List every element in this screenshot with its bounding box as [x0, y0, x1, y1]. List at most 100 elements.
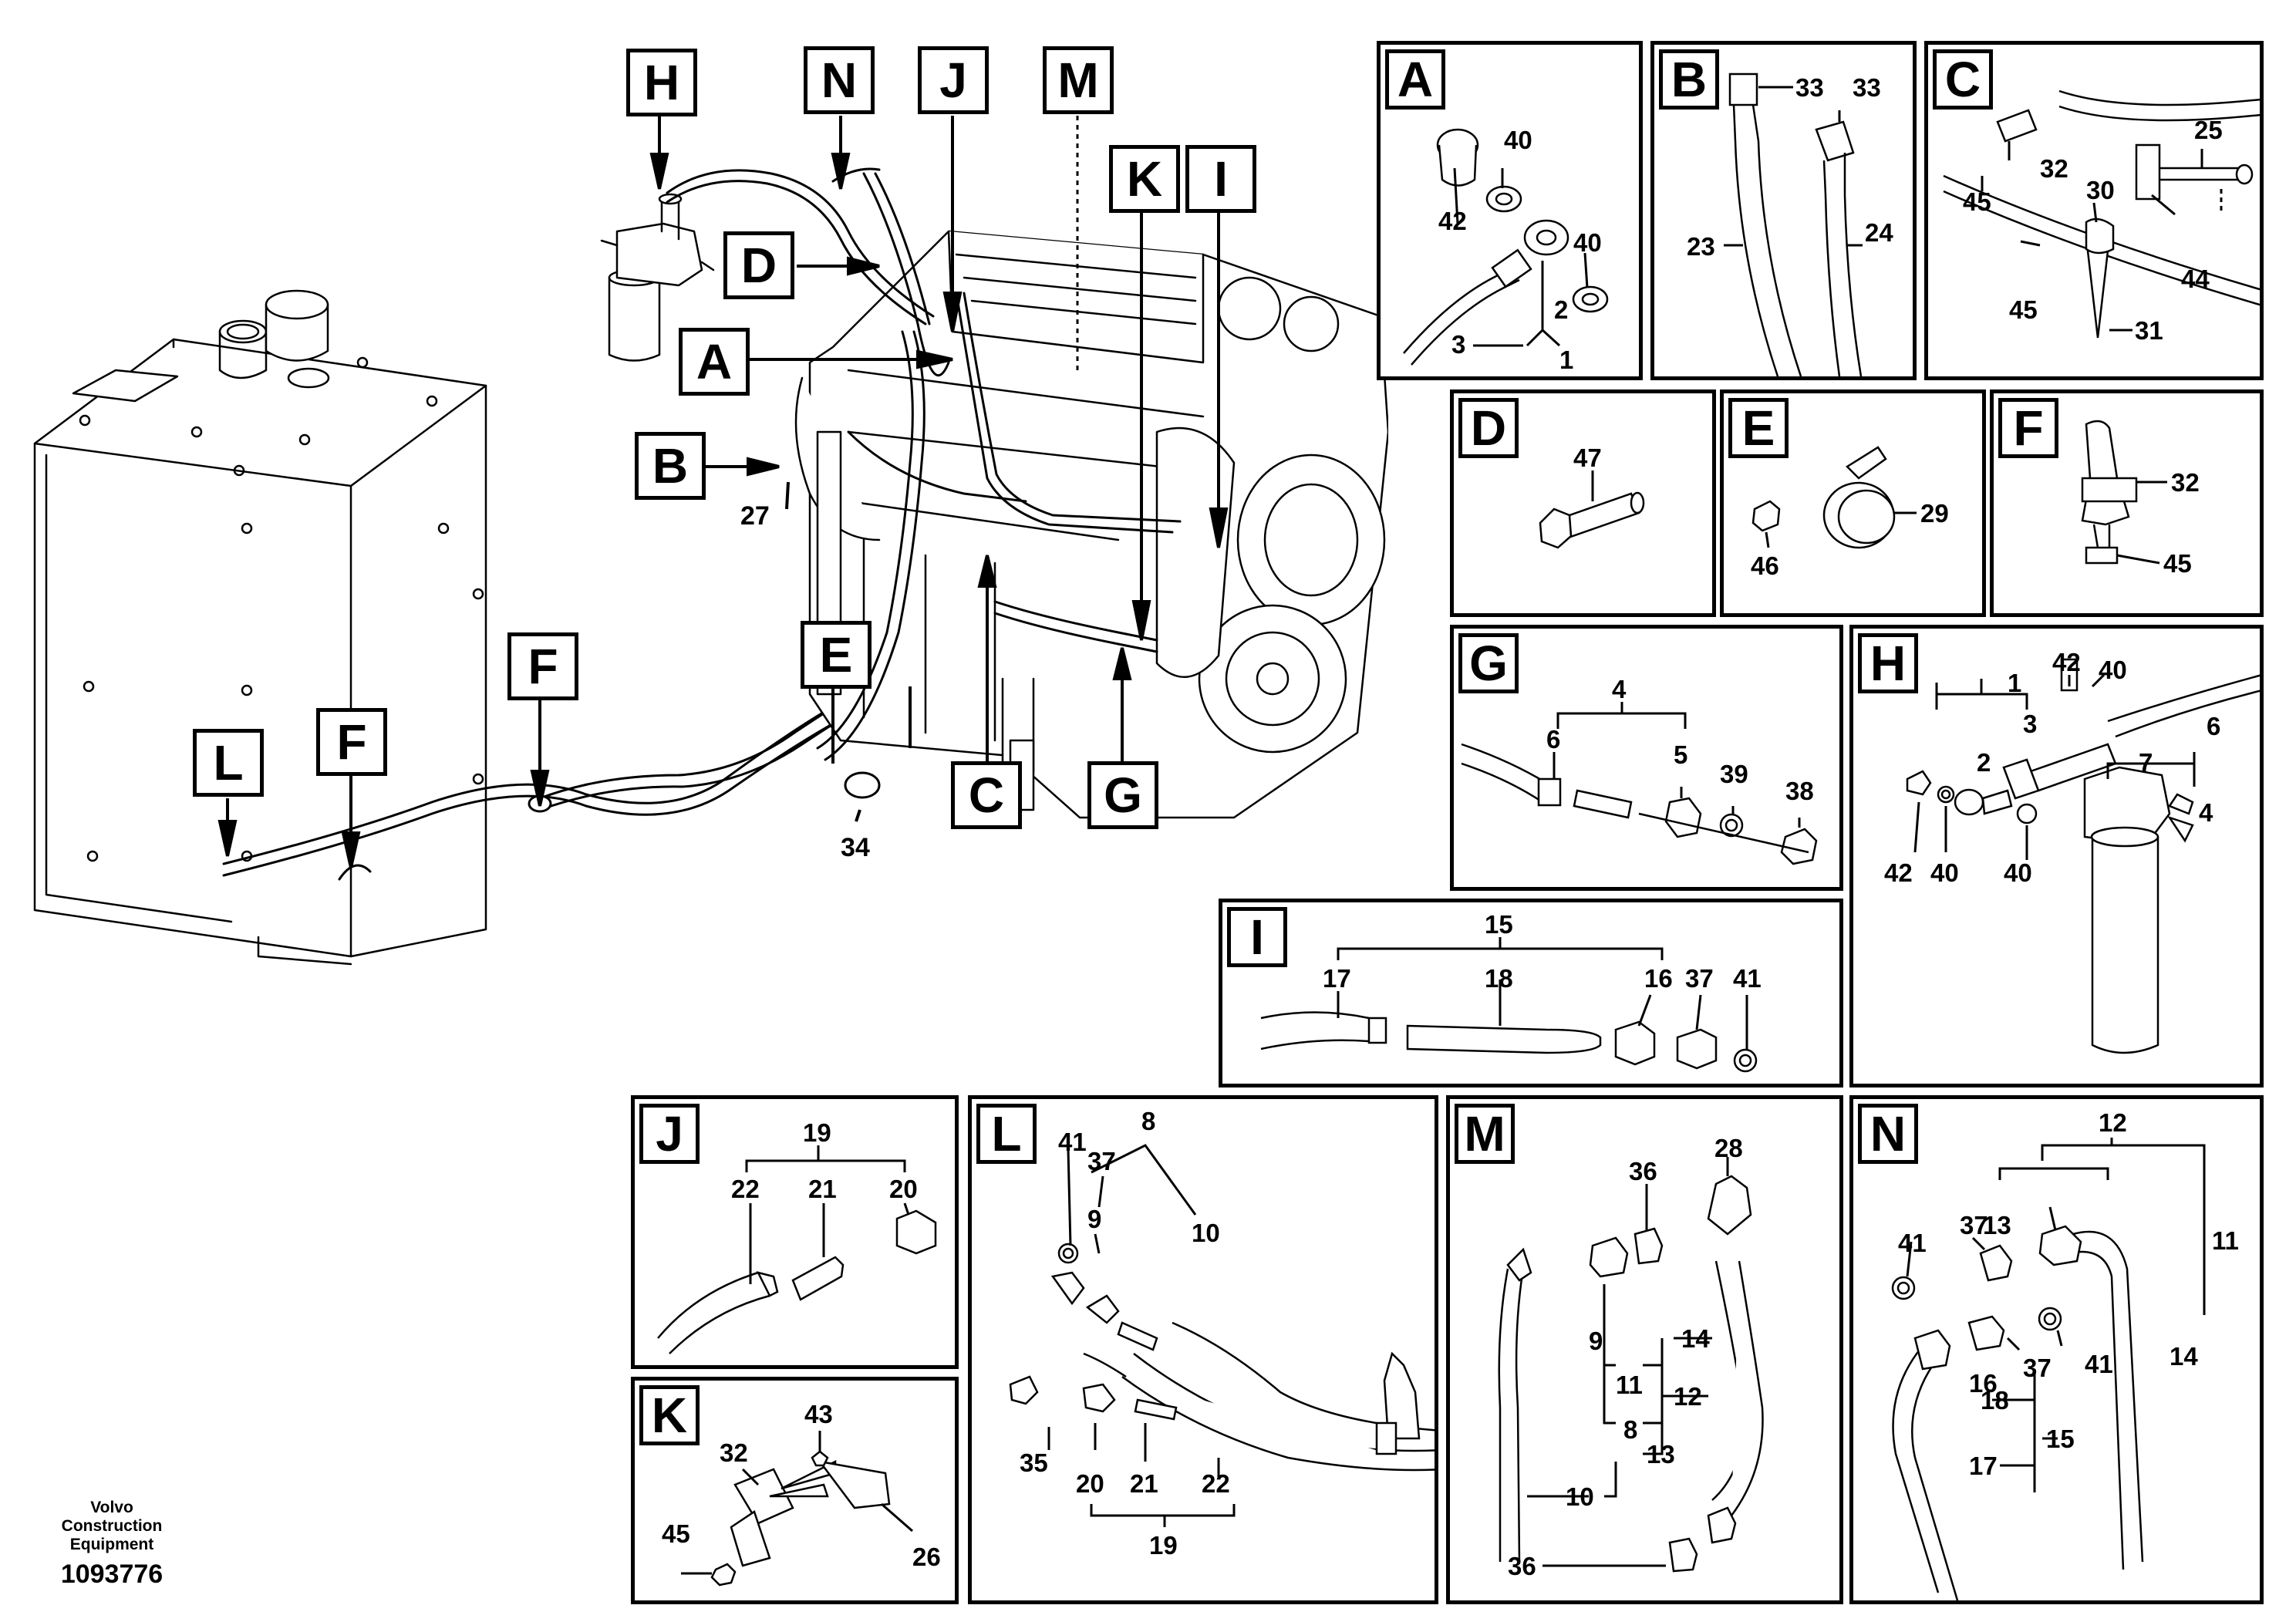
F-label-45: 45	[2163, 549, 2192, 578]
panel-letter-I: I	[1227, 907, 1287, 967]
callout-J: J	[918, 46, 989, 114]
K-label-45: 45	[662, 1519, 690, 1548]
L-label-19: 19	[1149, 1531, 1178, 1560]
callout-E: E	[801, 621, 872, 689]
N-label-15: 15	[2046, 1425, 2075, 1453]
H-label-6: 6	[2207, 712, 2220, 740]
detail-panel-I: I 15 17 18 16 37 41	[1219, 899, 1843, 1088]
M-label-14: 14	[1681, 1324, 1710, 1353]
callout-K: K	[1109, 145, 1180, 213]
J-label-21: 21	[808, 1175, 837, 1203]
H-label-40-bottom-right: 40	[2004, 858, 2032, 887]
N-label-12: 12	[2099, 1108, 2127, 1137]
N-label-17: 17	[1969, 1452, 1998, 1480]
A-label-3: 3	[1451, 330, 1465, 359]
L-label-22: 22	[1202, 1469, 1230, 1498]
K-label-32: 32	[720, 1438, 748, 1467]
H-label-2: 2	[1977, 748, 1991, 777]
detail-panel-M: M 28 36 14 9 11 12	[1446, 1095, 1843, 1604]
I-label-18: 18	[1485, 964, 1513, 993]
M-label-9: 9	[1589, 1327, 1603, 1355]
C-label-32: 32	[2040, 154, 2068, 183]
N-label-14: 14	[2170, 1342, 2198, 1371]
engine-fuel-system-drawing: 27 34	[33, 116, 1388, 966]
I-label-37: 37	[1685, 964, 1714, 993]
detail-panel-F: F 32 45	[1990, 389, 2264, 617]
G-label-5: 5	[1674, 740, 1687, 769]
N-label-37-bottom: 37	[2023, 1354, 2052, 1382]
H-label-7: 7	[2139, 748, 2153, 777]
M-label-10: 10	[1566, 1482, 1594, 1511]
H-label-4: 4	[2199, 798, 2213, 827]
panel-letter-C: C	[1933, 49, 1993, 110]
callout-G: G	[1087, 761, 1158, 829]
L-label-21: 21	[1130, 1469, 1158, 1498]
detail-panel-L: L 41 8 37	[968, 1095, 1438, 1604]
L-label-9: 9	[1087, 1205, 1101, 1233]
brand-line-1: Volvo Construction	[61, 1499, 163, 1535]
I-label-41: 41	[1733, 964, 1762, 993]
J-label-19: 19	[803, 1118, 831, 1147]
L-label-35: 35	[1020, 1448, 1048, 1477]
panel-letter-L: L	[976, 1104, 1037, 1164]
L-label-41: 41	[1058, 1128, 1087, 1156]
panel-letter-B: B	[1659, 49, 1719, 110]
M-label-8: 8	[1623, 1415, 1637, 1444]
panel-letter-J: J	[639, 1104, 700, 1164]
I-label-17: 17	[1323, 964, 1351, 993]
H-label-42-bottom: 42	[1884, 858, 1913, 887]
N-label-16: 16	[1969, 1369, 1998, 1398]
panel-letter-E: E	[1728, 398, 1789, 458]
B-label-24: 24	[1865, 218, 1893, 247]
M-label-11: 11	[1616, 1371, 1643, 1399]
fuel-tank-drawing	[33, 289, 487, 966]
detail-panel-N: N 12 11 13 41 37	[1849, 1095, 2264, 1604]
M-label-13: 13	[1647, 1440, 1675, 1469]
I-label-15: 15	[1485, 910, 1513, 939]
N-label-18: 18	[1981, 1386, 2009, 1415]
D-label-47: 47	[1573, 443, 1602, 472]
detail-panel-A: A 40 42 40 2 3 1	[1377, 41, 1643, 380]
panel-letter-K: K	[639, 1385, 700, 1445]
E-label-46: 46	[1751, 551, 1779, 580]
brand-line-2: Equipment	[69, 1536, 154, 1553]
C-label-45-bottom: 45	[2009, 295, 2038, 324]
panel-letter-A: A	[1385, 49, 1445, 110]
I-label-16: 16	[1644, 964, 1673, 993]
N-label-11: 11	[2212, 1226, 2239, 1255]
M-label-12: 12	[1674, 1382, 1702, 1411]
A-label-40-right: 40	[1573, 228, 1602, 257]
L-label-20: 20	[1076, 1469, 1104, 1498]
callout-L: L	[193, 729, 264, 797]
E-label-29: 29	[1920, 499, 1949, 528]
detail-panel-E: E 29 46	[1720, 389, 1986, 617]
callout-F-lower: F	[316, 708, 387, 776]
H-label-42-top: 42	[2052, 648, 2081, 676]
callout-M: M	[1043, 46, 1114, 114]
drawing-number: 1093776	[60, 1560, 164, 1589]
callout-C: C	[951, 761, 1022, 829]
callout-I: I	[1185, 145, 1256, 213]
A-label-40-top: 40	[1504, 126, 1532, 154]
A-label-2: 2	[1554, 295, 1568, 324]
detail-panel-J: J 19 22 21 20	[631, 1095, 959, 1369]
fuel-filter-drawing	[600, 193, 715, 362]
footer-block: Volvo Construction Equipment 1093776	[46, 1499, 177, 1590]
M-label-28: 28	[1714, 1134, 1743, 1162]
upper-hoses-drawing	[666, 167, 1182, 761]
C-label-44: 44	[2181, 265, 2210, 293]
B-label-23: 23	[1687, 232, 1715, 261]
N-label-41-bottom: 41	[2085, 1350, 2113, 1378]
A-label-1: 1	[1559, 346, 1573, 374]
detail-panel-H: H 42	[1849, 625, 2264, 1088]
B-label-33-right: 33	[1853, 73, 1881, 102]
panel-letter-N: N	[1858, 1104, 1918, 1164]
G-label-38: 38	[1785, 777, 1814, 805]
callout-D: D	[723, 231, 794, 299]
C-label-30: 30	[2086, 176, 2115, 204]
J-label-22: 22	[731, 1175, 760, 1203]
panel-letter-M: M	[1455, 1104, 1515, 1164]
M-label-36-top: 36	[1629, 1157, 1657, 1185]
detail-panel-K: K 32 43 45 26	[631, 1377, 959, 1604]
